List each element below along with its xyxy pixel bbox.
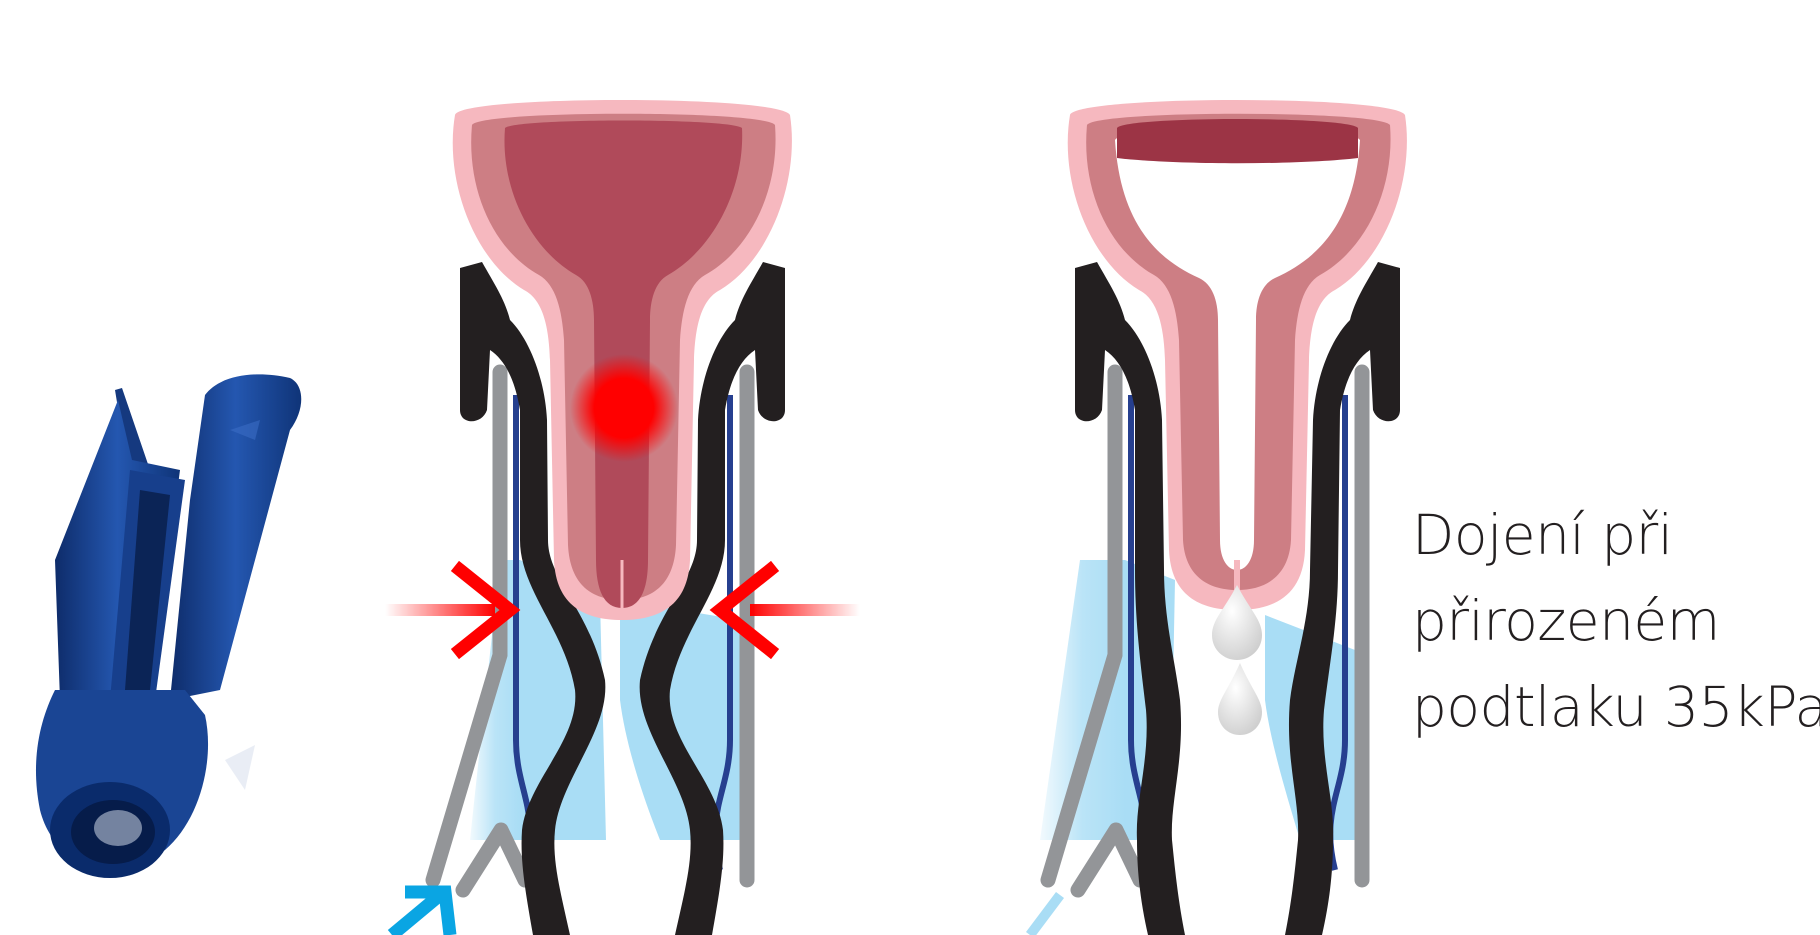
air-arrow-icon (392, 892, 450, 935)
caption: Dojení při přirozeném podtlaku 35kPa (1412, 492, 1812, 750)
caption-line-1: Dojení při (1412, 492, 1812, 578)
caption-line-3: podtlaku 35kPa (1412, 664, 1812, 750)
pain-point-icon (570, 354, 678, 462)
phase-massage (385, 100, 860, 935)
phase-milking (1030, 100, 1407, 935)
caption-line-2: přirozeném (1412, 578, 1812, 664)
liner-device-icon (36, 374, 301, 878)
